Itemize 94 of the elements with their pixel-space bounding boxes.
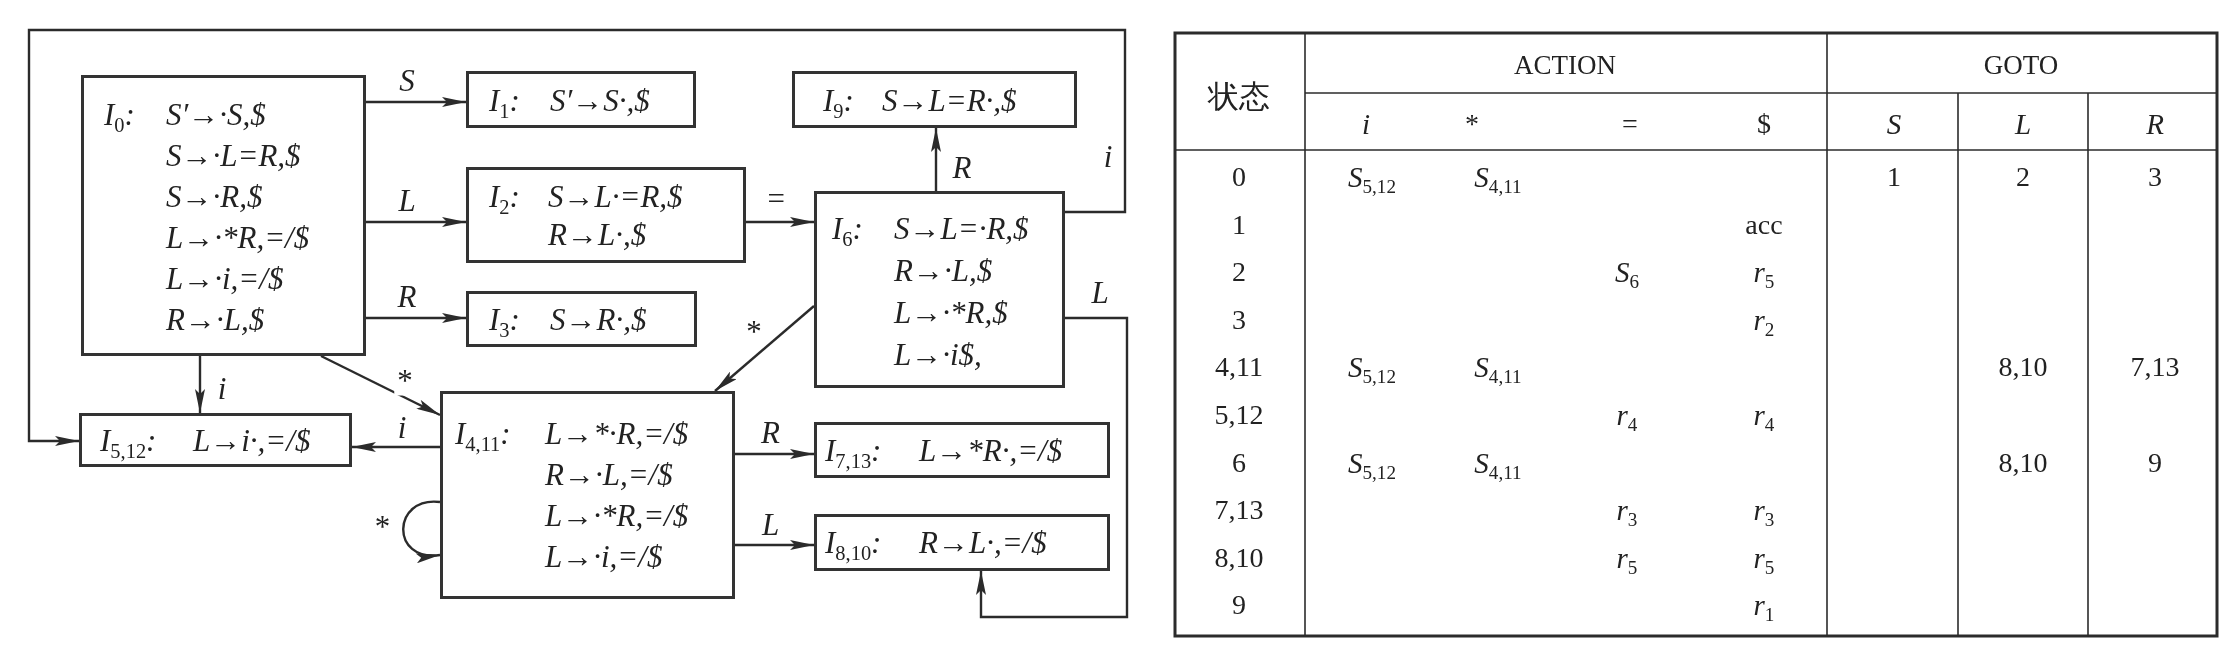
item-set-box	[79, 413, 352, 467]
column-header: =	[1622, 109, 1638, 139]
state-number: 4,11	[1215, 352, 1263, 382]
item-set-name: I$_{5,12}$:	[100, 421, 158, 461]
arrow	[735, 540, 814, 550]
action-entry: r$_{5}$	[1616, 542, 1638, 574]
action-entry: r$_{4}$	[1616, 399, 1638, 431]
column-header: *	[1465, 109, 1479, 139]
lr-item: L→·i,=/$	[545, 537, 663, 576]
goto-entry: 3	[2148, 162, 2162, 192]
item-set-box	[466, 291, 697, 347]
action-entry: r$_{2}$	[1753, 304, 1775, 336]
arrow	[931, 128, 941, 191]
arrow	[714, 305, 815, 392]
item-set-box	[814, 422, 1110, 478]
item-set-name: I$_{1}$:	[489, 81, 521, 121]
lr-item: S→L·=R,$	[548, 178, 683, 216]
item-set-box	[466, 71, 696, 128]
lr-item: S→·R,$	[166, 177, 263, 216]
lr-item: L→·*R,$	[894, 294, 1008, 332]
arrow	[746, 217, 814, 227]
lr-item: L→·i,=/$	[166, 259, 284, 298]
state-number: 3	[1232, 305, 1246, 335]
lr-item: S→R·,$	[550, 300, 647, 339]
item-set-name: I$_{6}$:	[832, 210, 864, 250]
lr-item: R→·L,=/$	[545, 455, 673, 494]
arrow	[366, 217, 466, 227]
column-group-header: GOTO	[1983, 50, 2059, 80]
item-set-name: I$_{9}$:	[823, 81, 855, 121]
item-set-name: I$_{7,13}$:	[825, 431, 883, 471]
item-set-box	[814, 191, 1065, 388]
state-number: 0	[1232, 162, 1246, 192]
item-set-name: I$_{2}$:	[489, 178, 521, 216]
column-header: R	[2146, 108, 2164, 140]
lr-item: L→·*R,=/$	[166, 218, 310, 257]
item-set-name: I$_{8,10}$:	[825, 523, 883, 563]
lr-item: L→*R·,=/$	[919, 431, 1063, 470]
column-header: 状态	[1208, 80, 1270, 114]
column-group-header: ACTION	[1514, 50, 1616, 80]
arrow	[976, 316, 1129, 619]
item-set-box	[792, 71, 1077, 128]
lr-item: R→·L,$	[894, 252, 993, 290]
state-number: 9	[1232, 590, 1246, 620]
lr-item: S′→S·,$	[550, 81, 650, 120]
arrow	[366, 97, 466, 107]
action-entry: r$_{4}$	[1753, 399, 1775, 431]
goto-entry: 9	[2148, 448, 2162, 478]
item-set-box	[466, 167, 746, 263]
lr-item: S′→·S,$	[166, 95, 266, 134]
arrow	[195, 356, 205, 413]
lr-item: S→L=·R,$	[894, 210, 1029, 248]
lr-item: L→·i$,	[894, 336, 982, 374]
lr-item: L→i·,=/$	[193, 421, 311, 460]
action-entry: r$_{5}$	[1753, 542, 1775, 574]
arrow	[366, 313, 466, 323]
action-entry: r$_{5}$	[1753, 256, 1775, 288]
action-entry: r$_{1}$	[1753, 589, 1775, 621]
goto-entry: 2	[2016, 162, 2030, 192]
state-number: 8,10	[1214, 543, 1264, 573]
arrow	[402, 500, 441, 561]
column-header: $	[1757, 109, 1771, 139]
item-set-box	[440, 391, 735, 599]
action-entry: S$_{6}$	[1614, 256, 1640, 288]
arrow	[320, 354, 441, 417]
item-set-name: I$_{0}$:	[104, 95, 136, 135]
arrow	[735, 449, 814, 459]
state-number: 2	[1232, 257, 1246, 287]
lr-item: R→L·,=/$	[919, 523, 1047, 562]
column-header: L	[2014, 108, 2032, 140]
item-set-name: I$_{3}$:	[489, 300, 521, 340]
item-set-box	[81, 75, 366, 356]
lr-item: L→*·R,=/$	[545, 414, 689, 453]
lr-item: R→·L,$	[166, 300, 265, 339]
action-entry: acc	[1745, 210, 1783, 240]
action-entry: r$_{3}$	[1616, 494, 1638, 526]
arrow	[27, 28, 1127, 446]
item-set-box	[814, 514, 1110, 571]
goto-entry: 8,10	[1998, 352, 2048, 382]
state-number: 1	[1232, 210, 1246, 240]
goto-entry: 7,13	[2130, 352, 2180, 382]
lr-item: R→L·,$	[548, 216, 647, 254]
goto-entry: 8,10	[1998, 448, 2048, 478]
column-header: S	[1886, 108, 1902, 140]
action-entry: r$_{3}$	[1753, 494, 1775, 526]
state-number: 6	[1232, 448, 1246, 478]
lr-item: S→·L=R,$	[166, 136, 301, 175]
column-header: i	[1361, 108, 1371, 140]
state-number: 7,13	[1214, 495, 1264, 525]
state-number: 5,12	[1214, 400, 1264, 430]
lr-item: L→·*R,=/$	[545, 496, 689, 535]
item-set-name: I$_{4,11}$:	[455, 414, 512, 454]
arrow	[352, 442, 440, 452]
goto-entry: 1	[1887, 162, 1901, 192]
lr-item: S→L=R·,$	[882, 81, 1017, 120]
